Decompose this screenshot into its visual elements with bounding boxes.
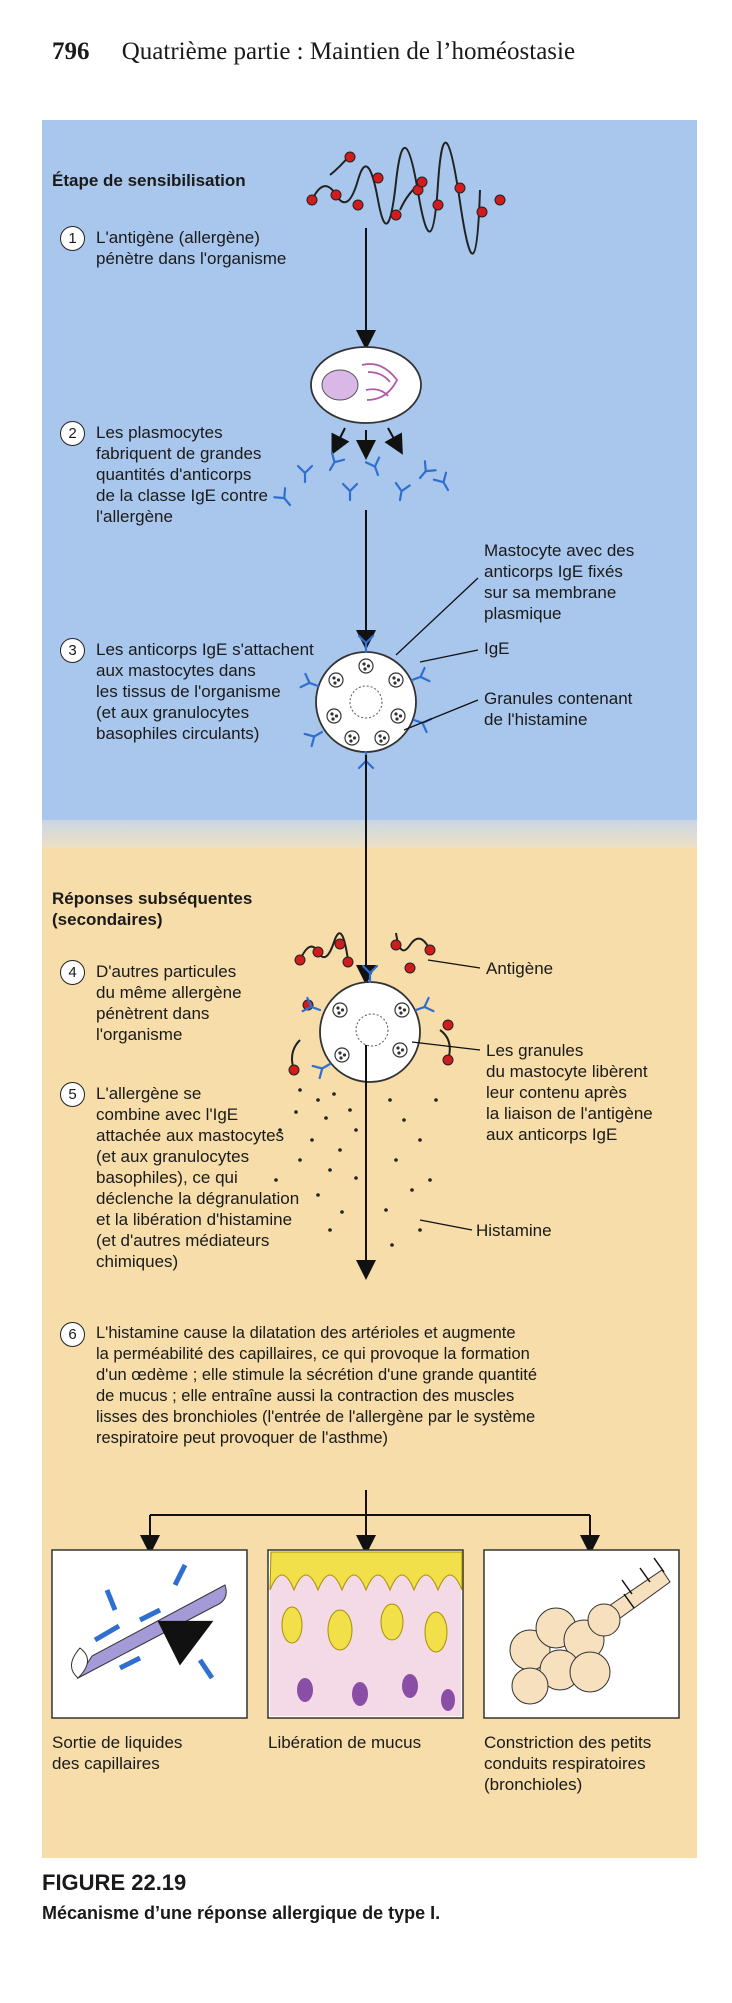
figure-caption: Mécanisme d’une réponse allergique de ty… (42, 1903, 441, 1923)
antigens-binding (288, 932, 454, 1076)
effect-caption-capillaries: Sortie de liquides des capillaires (52, 1733, 183, 1773)
step-4-text: D'autres particules du même allergène pé… (96, 962, 242, 1044)
ige-antibodies-free (273, 451, 456, 511)
effect-branch-arrows (140, 1490, 600, 1555)
page-number: 796 (52, 38, 90, 65)
mast-cell-sensitized (299, 634, 433, 770)
step-1-text: L'antigène (allergène) pénètre dans l'or… (96, 228, 287, 268)
figure-number: FIGURE 22.19 (42, 1870, 187, 1895)
mastocyte-label: Mastocyte avec des anticorps IgE fixés s… (484, 541, 635, 623)
step-6-text: L'histamine cause la dilatation des arté… (96, 1324, 538, 1447)
panel-divider (42, 820, 697, 848)
step-6-number: 6 (60, 1322, 85, 1347)
step-1-number: 1 (60, 226, 85, 251)
step-4-number: 4 (60, 960, 85, 985)
running-header: 796 Quatrième partie : Maintien de l’hom… (52, 38, 712, 78)
ige-label: IgE (484, 639, 510, 658)
sensitization-heading: Étape de sensibilisation (52, 171, 246, 190)
mast-cell-degranulating (301, 964, 435, 1083)
subsequent-heading: Réponses subséquentes (secondaires) (52, 889, 253, 929)
running-title: Quatrième partie : Maintien de l’homéost… (121, 38, 576, 65)
histamine-dots (274, 1088, 438, 1247)
mucus-release-illustration (267, 1549, 464, 1719)
capillary-leak-illustration (51, 1549, 248, 1719)
histamine-label: Histamine (476, 1221, 552, 1240)
granules-release-label: Les granules du mastocyte libèrent leur … (486, 1041, 653, 1144)
antigene-label: Antigène (486, 959, 554, 978)
effect-caption-mucus: Libération de mucus (268, 1733, 422, 1752)
effect-caption-bronchioles: Constriction des petits conduits respira… (484, 1733, 652, 1794)
step-3-number: 3 (60, 638, 85, 663)
bronchiole-constriction-illustration (483, 1549, 680, 1719)
step-2-text: Les plasmocytes fabriquent de grandes qu… (96, 423, 268, 526)
step-2-number: 2 (60, 421, 85, 446)
step-3-text: Les anticorps IgE s'attachent aux mastoc… (96, 640, 314, 743)
plasma-cell (310, 346, 422, 424)
granules-label: Granules contenant de l'histamine (484, 689, 633, 729)
step-5-text: L'allergène se combine avec l'IgE attach… (96, 1084, 300, 1271)
antigen-particles-top (306, 141, 506, 255)
step-5-number: 5 (60, 1082, 85, 1107)
